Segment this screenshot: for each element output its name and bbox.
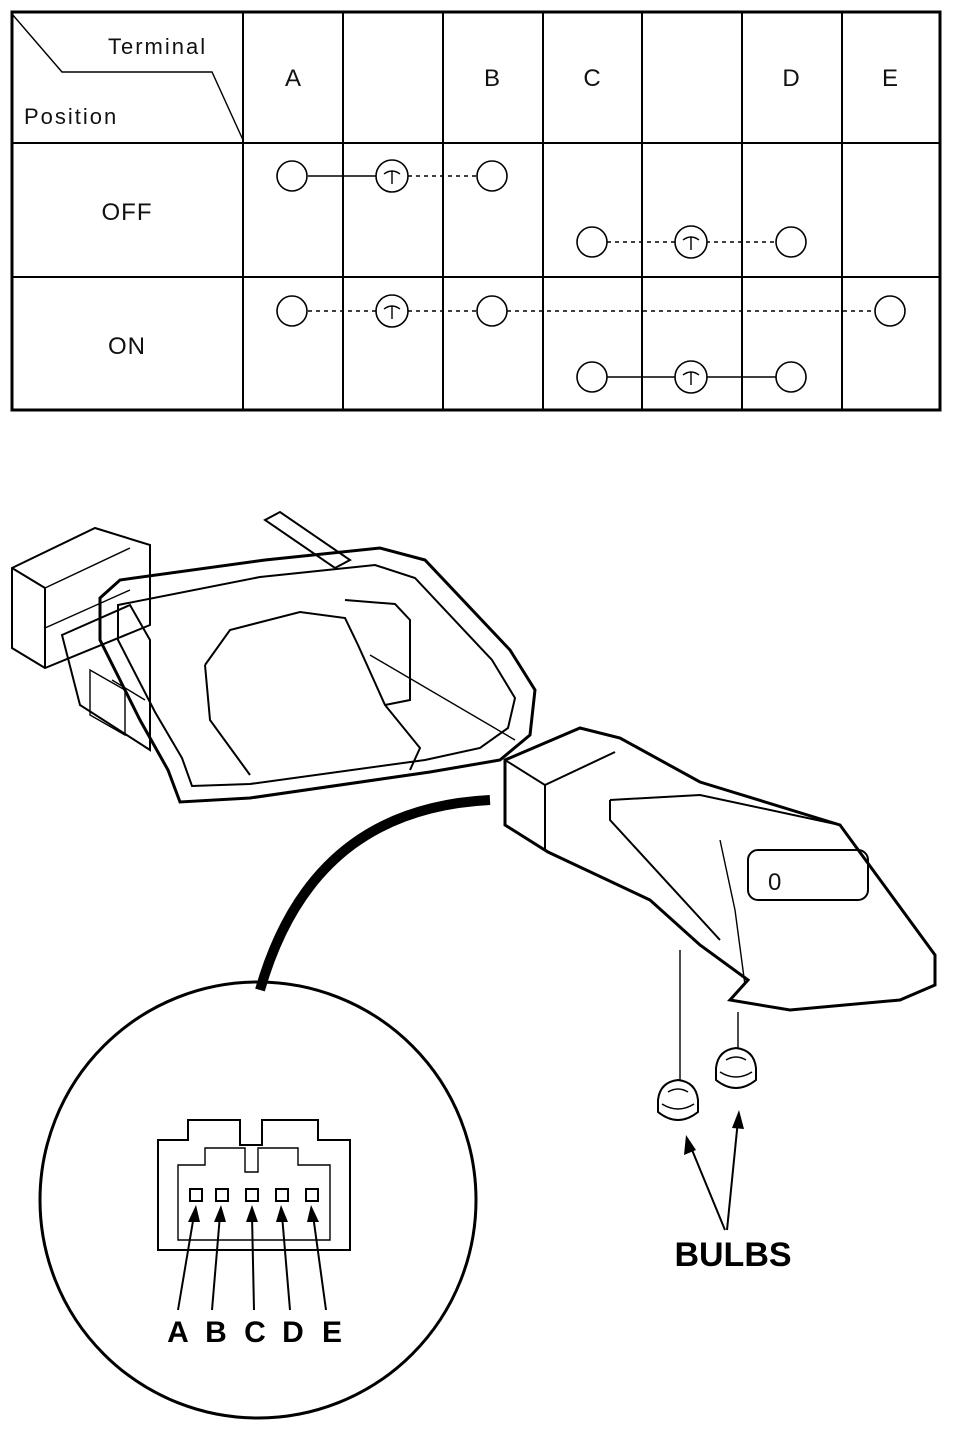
bulb-icon xyxy=(715,1046,757,1089)
switch-stalk: 0 xyxy=(503,726,937,1012)
pin-a xyxy=(189,1188,203,1202)
pin-c xyxy=(245,1188,259,1202)
bulb-filament xyxy=(682,236,700,250)
bulb-filament xyxy=(383,170,401,184)
pin-label-c: C xyxy=(244,1316,266,1349)
header-diagonal xyxy=(11,13,244,141)
pin-e xyxy=(305,1188,319,1202)
terminal-b xyxy=(476,160,508,192)
bulb-filament xyxy=(682,371,700,385)
terminal-d xyxy=(775,226,807,258)
off-row-connections xyxy=(276,159,807,259)
row-label-off: OFF xyxy=(102,199,153,226)
pin-arrows xyxy=(177,1205,327,1311)
terminal-d xyxy=(775,361,807,393)
harness-wire xyxy=(255,795,491,992)
terminal-a xyxy=(276,295,308,327)
bulb-arrow xyxy=(689,1144,726,1231)
bulbs-label: BULBS xyxy=(674,1236,791,1274)
left-connector xyxy=(11,510,352,752)
knob-window xyxy=(747,849,869,901)
header-terminal: Terminal xyxy=(108,34,207,59)
column-header-e: E xyxy=(882,65,898,92)
terminal-e xyxy=(874,295,906,327)
pin-d xyxy=(275,1188,289,1202)
terminal-c xyxy=(576,361,608,393)
connector-zoom-circle xyxy=(38,980,478,1420)
table-border xyxy=(10,10,942,412)
bulb-arrow xyxy=(726,1119,739,1231)
column-header-a: A xyxy=(285,65,301,92)
connector-face xyxy=(157,1119,351,1251)
terminal-a xyxy=(276,160,308,192)
bulb-icon xyxy=(657,1078,699,1121)
pin-label-d: D xyxy=(282,1316,304,1349)
row-label-on: ON xyxy=(108,333,146,360)
terminal-c xyxy=(576,226,608,258)
bulb-filament xyxy=(383,305,401,319)
knob-symbol: 0 xyxy=(768,869,782,896)
on-row-connections xyxy=(276,294,906,394)
continuity-table: Terminal Position A B C D E OFF ON xyxy=(10,10,942,412)
header-position: Position xyxy=(24,104,118,129)
bulbs xyxy=(657,950,757,1231)
terminal-b xyxy=(476,295,508,327)
switch-housing xyxy=(98,546,537,804)
pin-label-e: E xyxy=(322,1316,342,1349)
switch-illustration: 0 A B xyxy=(11,510,937,1420)
column-header-c: C xyxy=(583,65,600,92)
pin-b xyxy=(215,1188,229,1202)
pin-label-a: A xyxy=(167,1316,189,1349)
column-header-b: B xyxy=(484,65,500,92)
column-header-d: D xyxy=(782,65,799,92)
pin-label-b: B xyxy=(205,1316,227,1349)
